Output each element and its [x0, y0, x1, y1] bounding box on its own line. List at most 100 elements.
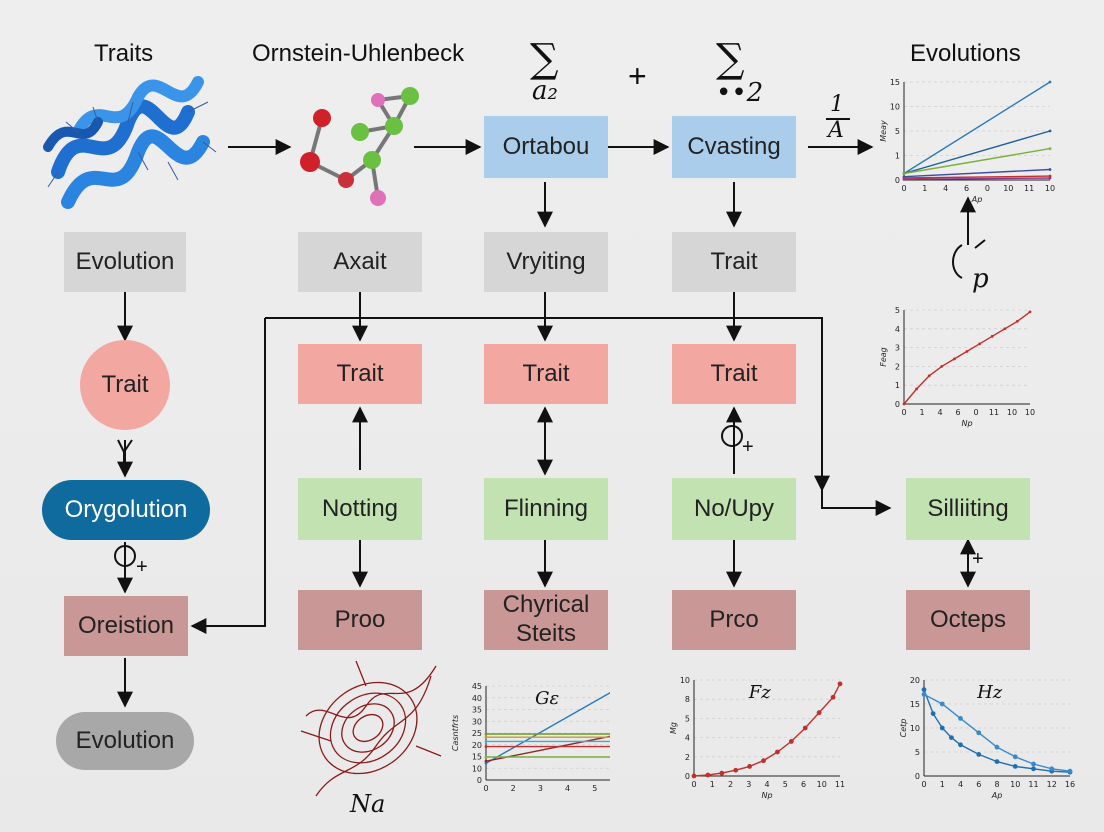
data-point [1048, 147, 1052, 151]
x-tick-label: 0 [901, 184, 906, 193]
trait-gray-box: Trait [672, 232, 796, 292]
x-tick-label: 10 [1025, 408, 1035, 417]
y-axis-label: Cetp [899, 719, 908, 738]
bracket-symbol-icon [952, 239, 986, 279]
data-point [1048, 174, 1052, 178]
data-point [747, 764, 753, 769]
evolution-box-top: Evolution [64, 232, 186, 292]
data-point [994, 744, 1000, 750]
notting-box: Notting [298, 478, 422, 540]
oreistion-box: Oreistion [64, 596, 188, 656]
axait-box: Axait [298, 232, 422, 292]
x-tick-label: 0 [691, 780, 696, 789]
y-tick-label: 0 [685, 772, 690, 781]
data-point [484, 759, 488, 763]
data-point [1048, 129, 1052, 133]
y-tick-label: 10 [890, 103, 900, 112]
data-point [733, 767, 739, 773]
chyrical-line-2: Steits [515, 620, 577, 647]
series-line [903, 177, 1051, 180]
data-point [994, 759, 1000, 764]
data-point [484, 735, 488, 739]
series-line [903, 147, 1051, 175]
sigma-2-symbol: ∑ [716, 36, 745, 82]
x-tick-label: 2 [511, 784, 516, 793]
data-point [921, 687, 927, 692]
x-tick-label: 0 [921, 780, 926, 789]
plus-sign-2: + [742, 436, 754, 458]
chyrical-box: Chyrical Steits [484, 590, 608, 650]
y-tick-label: 0 [477, 776, 482, 785]
ou-heading: Ornstein-Uhlenbeck [252, 40, 465, 67]
contour-sketch [300, 660, 442, 797]
cvasting-box: Cvasting [672, 116, 796, 178]
data-point [1003, 327, 1007, 331]
y-tick-label: 5 [685, 714, 690, 723]
data-point [1012, 754, 1018, 760]
x-tick-label: 4 [565, 784, 570, 793]
data-point [1031, 761, 1036, 767]
chyrical-line-1: Chyrical [502, 591, 590, 619]
data-point [788, 739, 794, 744]
y-tick-label: 2 [685, 753, 690, 762]
chart-g-lines: 010152025303540450234510CasntfrtsGε [451, 682, 610, 793]
data-point [705, 772, 711, 778]
data-point [939, 725, 945, 731]
y-axis-label: Casntfrts [451, 715, 460, 751]
x-tick-label: 5 [592, 784, 597, 793]
series-line [903, 168, 1051, 178]
y-tick-label: 20 [472, 741, 482, 750]
y-tick-label: 25 [472, 729, 482, 738]
y-tick-label: 1 [895, 152, 900, 161]
traits-heading: Traits [94, 40, 154, 67]
x-tick-label: 11 [989, 408, 999, 417]
female-symbol-icon [114, 545, 136, 567]
y-tick-label: 5 [895, 306, 900, 315]
data-point [958, 742, 963, 748]
x-tick-label: 0 [973, 408, 978, 417]
octeps-box: Octeps [906, 590, 1030, 650]
x-tick-label: 1 [710, 780, 715, 789]
x-tick-label: 11 [1028, 780, 1038, 789]
y-tick-label: 5 [915, 748, 920, 757]
data-point [1067, 768, 1073, 774]
x-tick-label: 3 [746, 780, 751, 789]
data-point [1016, 319, 1019, 323]
orygolution-pill: Orygolution [42, 480, 210, 540]
feedback-loop-line [265, 317, 892, 516]
y-tick-label: 0 [895, 176, 900, 185]
data-point [1048, 80, 1052, 84]
y-tick-label: 15 [472, 753, 482, 762]
data-point [1028, 310, 1032, 314]
sketch-label: Na [350, 790, 386, 818]
data-point [837, 681, 843, 687]
trait-box-a: Trait [298, 344, 422, 404]
trait-box-b: Trait [484, 344, 608, 404]
proo-box: Proo [298, 590, 422, 650]
y-tick-label: 10 [910, 724, 920, 733]
data-point [691, 773, 697, 779]
data-point [830, 694, 836, 700]
x-tick-label: 12 [1047, 780, 1057, 789]
x-tick-label: 16 [1065, 780, 1075, 789]
data-point [939, 701, 945, 707]
x-tick-label: 11 [1024, 184, 1034, 193]
x-axis-label: Np [961, 419, 972, 428]
y-tick-label: 15 [890, 78, 900, 87]
data-point [1049, 766, 1055, 772]
data-point [719, 770, 725, 776]
x-axis-label: Ap [991, 791, 1003, 800]
data-point [816, 710, 822, 716]
prco-box: Prco [672, 590, 796, 650]
data-point [978, 342, 981, 346]
fraction-denominator: A [828, 118, 844, 143]
data-point [915, 387, 918, 391]
x-tick-label: 4 [937, 408, 942, 417]
y-tick-label: 0 [895, 400, 900, 409]
x-tick-label: 3 [538, 784, 543, 793]
